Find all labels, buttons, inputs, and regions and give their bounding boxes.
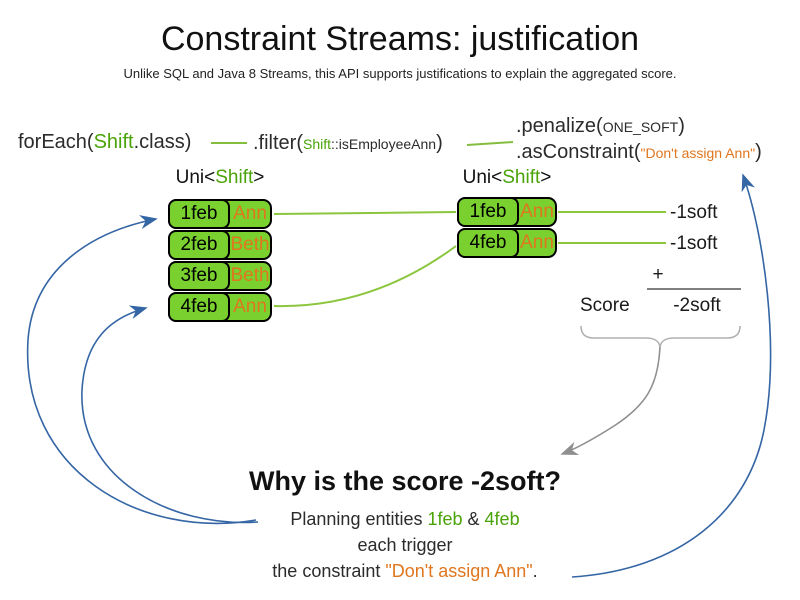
line1-entity-4feb: 4feb — [484, 509, 520, 529]
shift-date: 4feb — [457, 228, 519, 258]
right-stream-label-post: > — [540, 167, 552, 188]
score-brace — [580, 325, 741, 348]
code-filter-arg-method: ::isEmployeeAnn — [331, 136, 437, 152]
code-filter: .filter(Shift::isEmployeeAnn) — [253, 132, 443, 155]
left-stream-label: Uni<Shift> — [168, 167, 272, 189]
shift-date: 1feb — [457, 197, 519, 227]
left-stream-label-post: > — [253, 167, 265, 188]
right-stream-label-type: Shift — [502, 167, 541, 188]
arrow-justification-constraint — [571, 173, 772, 578]
why-heading: Why is the score -2soft? — [248, 466, 562, 496]
left-stream-label-pre: Uni< — [175, 167, 216, 188]
shift-date: 2feb — [168, 230, 230, 260]
line3-pre: the constraint — [272, 561, 386, 581]
shift-date: 1feb — [168, 199, 230, 229]
code-foreach-class: Shift — [93, 131, 134, 153]
code-asconstraint-pre: .asConstraint( — [516, 141, 641, 163]
arrow-justification-4feb — [81, 305, 259, 524]
explanation-line-trigger: each trigger — [357, 535, 453, 555]
score-label: Score — [580, 295, 630, 316]
line3-post: . — [532, 561, 538, 581]
explanation-line-entities: Planning entities 1feb & 4feb — [95, 506, 715, 532]
shift-employee: Beth — [230, 265, 270, 286]
code-penalize-post: ) — [678, 115, 685, 137]
stream-link-4feb — [273, 245, 457, 308]
code-penalize-pre: .penalize( — [516, 115, 603, 137]
code-filter-pre: .filter( — [253, 132, 303, 154]
shift-employee: Ann — [233, 296, 267, 317]
line1-pre: Planning entities — [290, 509, 428, 529]
row-score-1: -1soft — [670, 202, 718, 223]
page-title: Constraint Streams: justification — [160, 20, 640, 58]
code-asconstraint-arg: "Don't assign Ann" — [640, 145, 756, 161]
explanation-line-constraint: the constraint "Don't assign Ann". — [95, 558, 715, 584]
code-asconstraint-post: ) — [755, 141, 762, 163]
shift-row-4feb-ann: 4feb Ann — [168, 292, 272, 322]
filtered-row-1feb-ann: 1feb Ann — [457, 197, 557, 227]
arrow-score-to-why — [560, 346, 661, 456]
explanation-block: Why is the score -2soft? Planning entiti… — [95, 466, 715, 584]
left-stream-label-type: Shift — [215, 167, 254, 188]
line1-ampersand: & — [462, 509, 485, 529]
stream-link-1feb — [273, 211, 457, 215]
code-penalize-arg: ONE_SOFT — [602, 119, 679, 135]
code-foreach-post: .class) — [133, 131, 192, 153]
code-filter-post: ) — [436, 132, 443, 154]
line1-entity-1feb: 1feb — [427, 509, 463, 529]
shift-row-3feb-beth: 3feb Beth — [168, 261, 272, 291]
shift-employee: Beth — [230, 234, 270, 255]
shift-row-1feb-ann: 1feb Ann — [168, 199, 272, 229]
arrow-justification-1feb — [26, 215, 257, 525]
filtered-row-4feb-ann: 4feb Ann — [457, 228, 557, 258]
row-score-2: -1soft — [670, 233, 718, 254]
shift-employee: Ann — [233, 203, 267, 224]
shift-employee: Ann — [520, 232, 554, 253]
left-stream-table: 1feb Ann 2feb Beth 3feb Beth 4feb Ann — [168, 199, 272, 322]
right-stream-label: Uni<Shift> — [455, 167, 559, 189]
code-foreach-pre: forEach( — [18, 131, 94, 153]
code-filter-arg-class: Shift — [303, 136, 332, 152]
stream-link-filter-penalize — [466, 141, 514, 146]
score-total: -2soft — [673, 295, 721, 316]
code-asconstraint: .asConstraint("Don't assign Ann") — [516, 141, 762, 164]
shift-row-2feb-beth: 2feb Beth — [168, 230, 272, 260]
plus-sign: + — [652, 264, 664, 285]
shift-employee: Ann — [520, 201, 554, 222]
right-stream-table: 1feb Ann 4feb Ann — [457, 197, 557, 258]
shift-date: 3feb — [168, 261, 230, 291]
line3-constraint-name: "Don't assign Ann" — [385, 561, 533, 581]
shift-date: 4feb — [168, 292, 230, 322]
code-foreach: forEach(Shift.class) — [18, 131, 191, 154]
page-subtitle: Unlike SQL and Java 8 Streams, this API … — [123, 66, 677, 81]
right-stream-label-pre: Uni< — [462, 167, 503, 188]
code-penalize: .penalize(ONE_SOFT) — [516, 115, 685, 138]
